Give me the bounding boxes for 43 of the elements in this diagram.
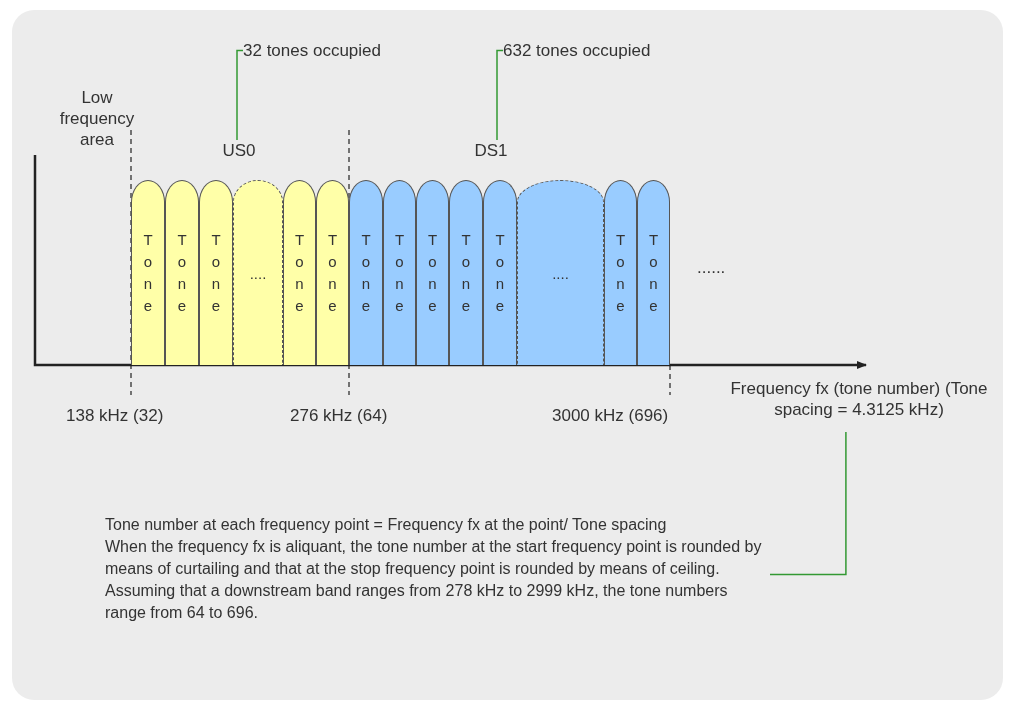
vertical-text: Tone	[615, 230, 626, 316]
tone-band	[283, 180, 316, 365]
frequency-label: 138 kHz (32)	[66, 405, 165, 426]
vertical-text: Tone	[142, 230, 154, 316]
frequency-label: 3000 kHz (696)	[552, 405, 670, 426]
tone-band	[637, 180, 670, 365]
vertical-text: Tone	[648, 230, 659, 316]
omitted-tones-band	[517, 180, 604, 365]
vertical-text: Tone	[427, 230, 438, 316]
callout-text: 32 tones occupied	[243, 40, 423, 61]
tone-band	[199, 180, 233, 365]
vertical-text: Tone	[460, 230, 472, 316]
callout-text: Frequency fx (tone number) (Tone spacing = 4.3125 kHz)	[728, 378, 990, 432]
tone-band	[131, 180, 165, 365]
note-paragraph: When the frequency fx is aliquant, the tone number at the start frequency point is rounded by means of curtailing and that at the stop frequency point is rounded by means of ceiling. Assuming that a downstream band ranges from 278 kHz to 2999 kHz, the tone numbers range from 64 to 696.	[105, 537, 763, 623]
note-paragraph: Tone number at each frequency point = Frequency fx at the point/ Tone spacing	[105, 515, 668, 535]
vertical-text: Tone	[294, 230, 305, 316]
frequency-label: 276 kHz (64)	[290, 405, 389, 426]
callout-text: 632 tones occupied	[503, 40, 703, 61]
leader-line	[236, 49, 244, 141]
tone-band	[449, 180, 483, 365]
ellipsis-text: ......	[697, 257, 727, 278]
tone-band	[604, 180, 637, 365]
tone-band	[483, 180, 517, 365]
tone-band	[383, 180, 416, 365]
tone-band	[349, 180, 383, 365]
omitted-tones-band	[233, 180, 283, 365]
ellipsis-text: ....	[552, 264, 569, 282]
vertical-text: Tone	[360, 230, 372, 316]
leader-line	[769, 431, 847, 576]
tone-band	[416, 180, 449, 365]
area-label: Low frequency area	[58, 87, 136, 150]
tone-band	[165, 180, 199, 365]
callout-text: DS1	[466, 140, 516, 161]
vertical-text: Tone	[210, 230, 222, 316]
vertical-text: Tone	[327, 230, 338, 316]
ellipsis-text: ....	[249, 264, 267, 282]
vertical-text: Tone	[176, 230, 188, 316]
vertical-text: Tone	[394, 230, 405, 316]
vertical-text: Tone	[494, 230, 506, 316]
tone-band	[316, 180, 349, 365]
leader-line	[496, 49, 504, 141]
callout-text: US0	[214, 140, 264, 161]
